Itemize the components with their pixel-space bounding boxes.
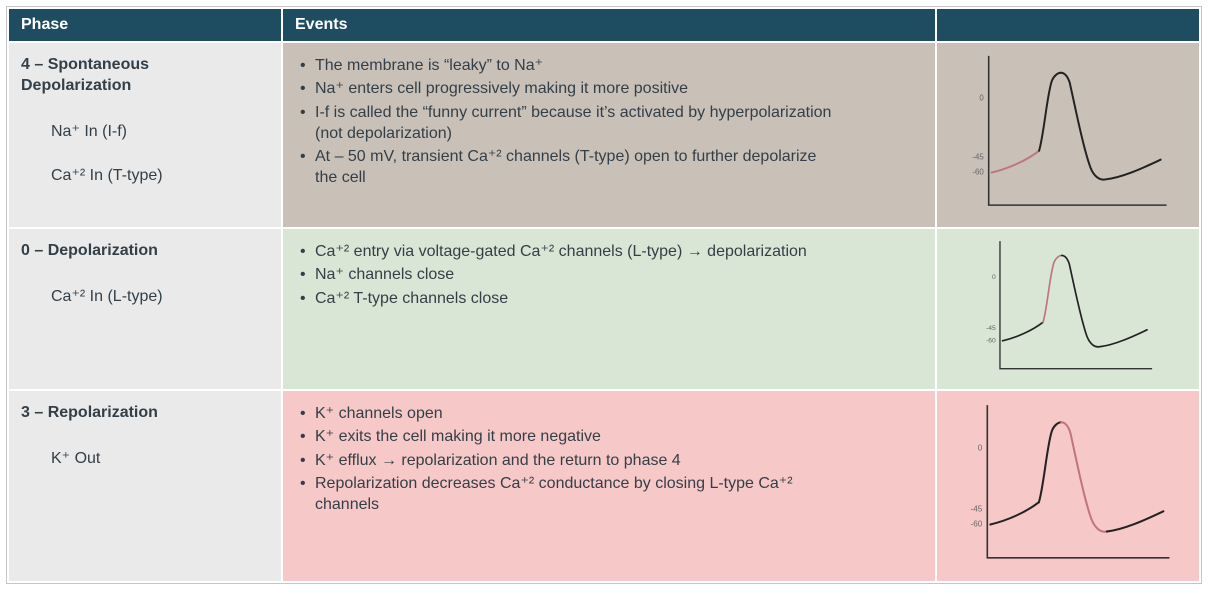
phase4-segment — [990, 149, 1041, 174]
phase-cell: 0 – Depolarization Ca⁺² In (L-type) — [9, 229, 281, 389]
event-bullet-item: I-f is called the “funny current” becaus… — [297, 102, 837, 145]
events-cell: K⁺ channels open K⁺ exits the cell makin… — [283, 391, 935, 581]
graph-axes — [999, 240, 1153, 369]
action-potential-graph-phase3: 0 -45 -60 — [970, 404, 1170, 559]
event-bullet-item: K⁺ efflux → repolarization and the retur… — [297, 450, 837, 472]
phase-title: 4 – Spontaneous Depolarization — [21, 56, 150, 94]
phase0-segment — [1037, 420, 1062, 503]
phase-ion-line: Ca⁺² In (L-type) — [51, 287, 163, 305]
graph-axes — [986, 404, 1170, 559]
header-row: Phase Events — [9, 9, 1199, 41]
event-bullet-item: Na⁺ enters cell progressively making it … — [297, 78, 837, 100]
action-potential-graph-phase4: 0 -45 -60 — [973, 55, 1167, 206]
table-row-phase-3: 3 – Repolarization K⁺ Out K⁺ channels op… — [9, 391, 1199, 581]
table-row-phase-4: 4 – Spontaneous Depolarization Na⁺ In (I… — [9, 43, 1199, 227]
events-column-header: Events — [283, 9, 935, 41]
phase3-segment — [1059, 420, 1108, 533]
y-axis-label-45mv: -45 — [986, 324, 996, 331]
event-bullet-item: Repolarization decreases Ca⁺² conductanc… — [297, 473, 837, 516]
next-cycle-segment — [1105, 509, 1165, 533]
phase4-segment — [989, 500, 1040, 525]
phase-title: 3 – Repolarization — [21, 404, 158, 421]
event-bullet-item: Ca⁺² T-type channels close — [297, 288, 837, 310]
y-axis-label-60mv: -60 — [970, 519, 982, 528]
phase-title: 0 – Depolarization — [21, 242, 158, 259]
table-row-phase-0: 0 – Depolarization Ca⁺² In (L-type) Ca⁺²… — [9, 229, 1199, 389]
graph-column-header — [937, 9, 1199, 41]
next-cycle-segment — [1104, 158, 1162, 180]
event-bullet-item: The membrane is “leaky” to Na⁺ — [297, 55, 837, 77]
phase0-segment — [1038, 71, 1063, 152]
phase4-segment — [1002, 320, 1045, 342]
event-bullet-item: At – 50 mV, transient Ca⁺² channels (T-t… — [297, 146, 837, 189]
phase-cell: 3 – Repolarization K⁺ Out — [9, 391, 281, 581]
graph-cell: 0 -45 -60 — [937, 43, 1199, 227]
phase-ion-line: Ca⁺² In (T-type) — [51, 166, 163, 184]
graph-cell: 0 -45 -60 — [937, 391, 1199, 581]
phase-column-header: Phase — [9, 9, 281, 41]
pacemaker-action-potential-table: Phase Events 4 – Spontaneous Depolarizat… — [6, 6, 1202, 584]
phase0-segment — [1042, 254, 1063, 323]
y-axis-label-0mv: 0 — [980, 93, 985, 102]
y-axis-label-0mv: 0 — [992, 274, 996, 281]
action-potential-curve — [990, 71, 1162, 181]
events-list: Ca⁺² entry via voltage-gated Ca⁺² channe… — [297, 241, 837, 309]
action-potential-graph-phase0: 0 -45 -60 — [986, 240, 1153, 369]
event-bullet-item: K⁺ exits the cell making it more negativ… — [297, 426, 837, 448]
event-bullet-item: K⁺ channels open — [297, 403, 837, 425]
event-bullet-item: Ca⁺² entry via voltage-gated Ca⁺² channe… — [297, 241, 837, 263]
y-axis-label-60mv: -60 — [986, 337, 996, 344]
y-axis-label-60mv: -60 — [973, 167, 985, 176]
y-axis-label-45mv: -45 — [970, 504, 982, 513]
phase-ion-line: K⁺ Out — [51, 449, 101, 467]
phase-ion-line: Na⁺ In (I-f) — [51, 122, 128, 140]
action-potential-curve — [989, 420, 1165, 533]
events-cell: Ca⁺² entry via voltage-gated Ca⁺² channe… — [283, 229, 935, 389]
events-cell: The membrane is “leaky” to Na⁺ Na⁺ enter… — [283, 43, 935, 227]
phase3-segment — [1061, 254, 1101, 348]
y-axis-label-0mv: 0 — [977, 443, 982, 452]
y-axis-label-45mv: -45 — [973, 152, 985, 161]
events-list: K⁺ channels open K⁺ exits the cell makin… — [297, 403, 837, 515]
events-list: The membrane is “leaky” to Na⁺ Na⁺ enter… — [297, 55, 837, 189]
phase3-segment — [1060, 71, 1107, 181]
action-potential-curve — [1002, 254, 1149, 348]
graph-cell: 0 -45 -60 — [937, 229, 1199, 389]
event-bullet-item: Na⁺ channels close — [297, 264, 837, 286]
graph-axes — [988, 55, 1167, 206]
next-cycle-segment — [1099, 328, 1149, 348]
phase-cell: 4 – Spontaneous Depolarization Na⁺ In (I… — [9, 43, 281, 227]
